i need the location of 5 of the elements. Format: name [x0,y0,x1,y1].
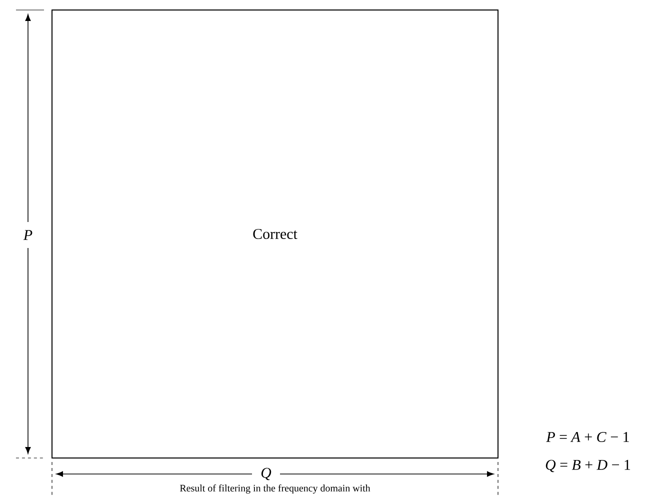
equation: Q = B + D − 1 [546,460,630,472]
dimension-label: P [23,230,32,240]
filter-result-box: Correct [52,10,498,458]
equation: P = A + C − 1 [546,432,629,442]
caption: Result of filtering in the frequency domain with [180,484,370,494]
